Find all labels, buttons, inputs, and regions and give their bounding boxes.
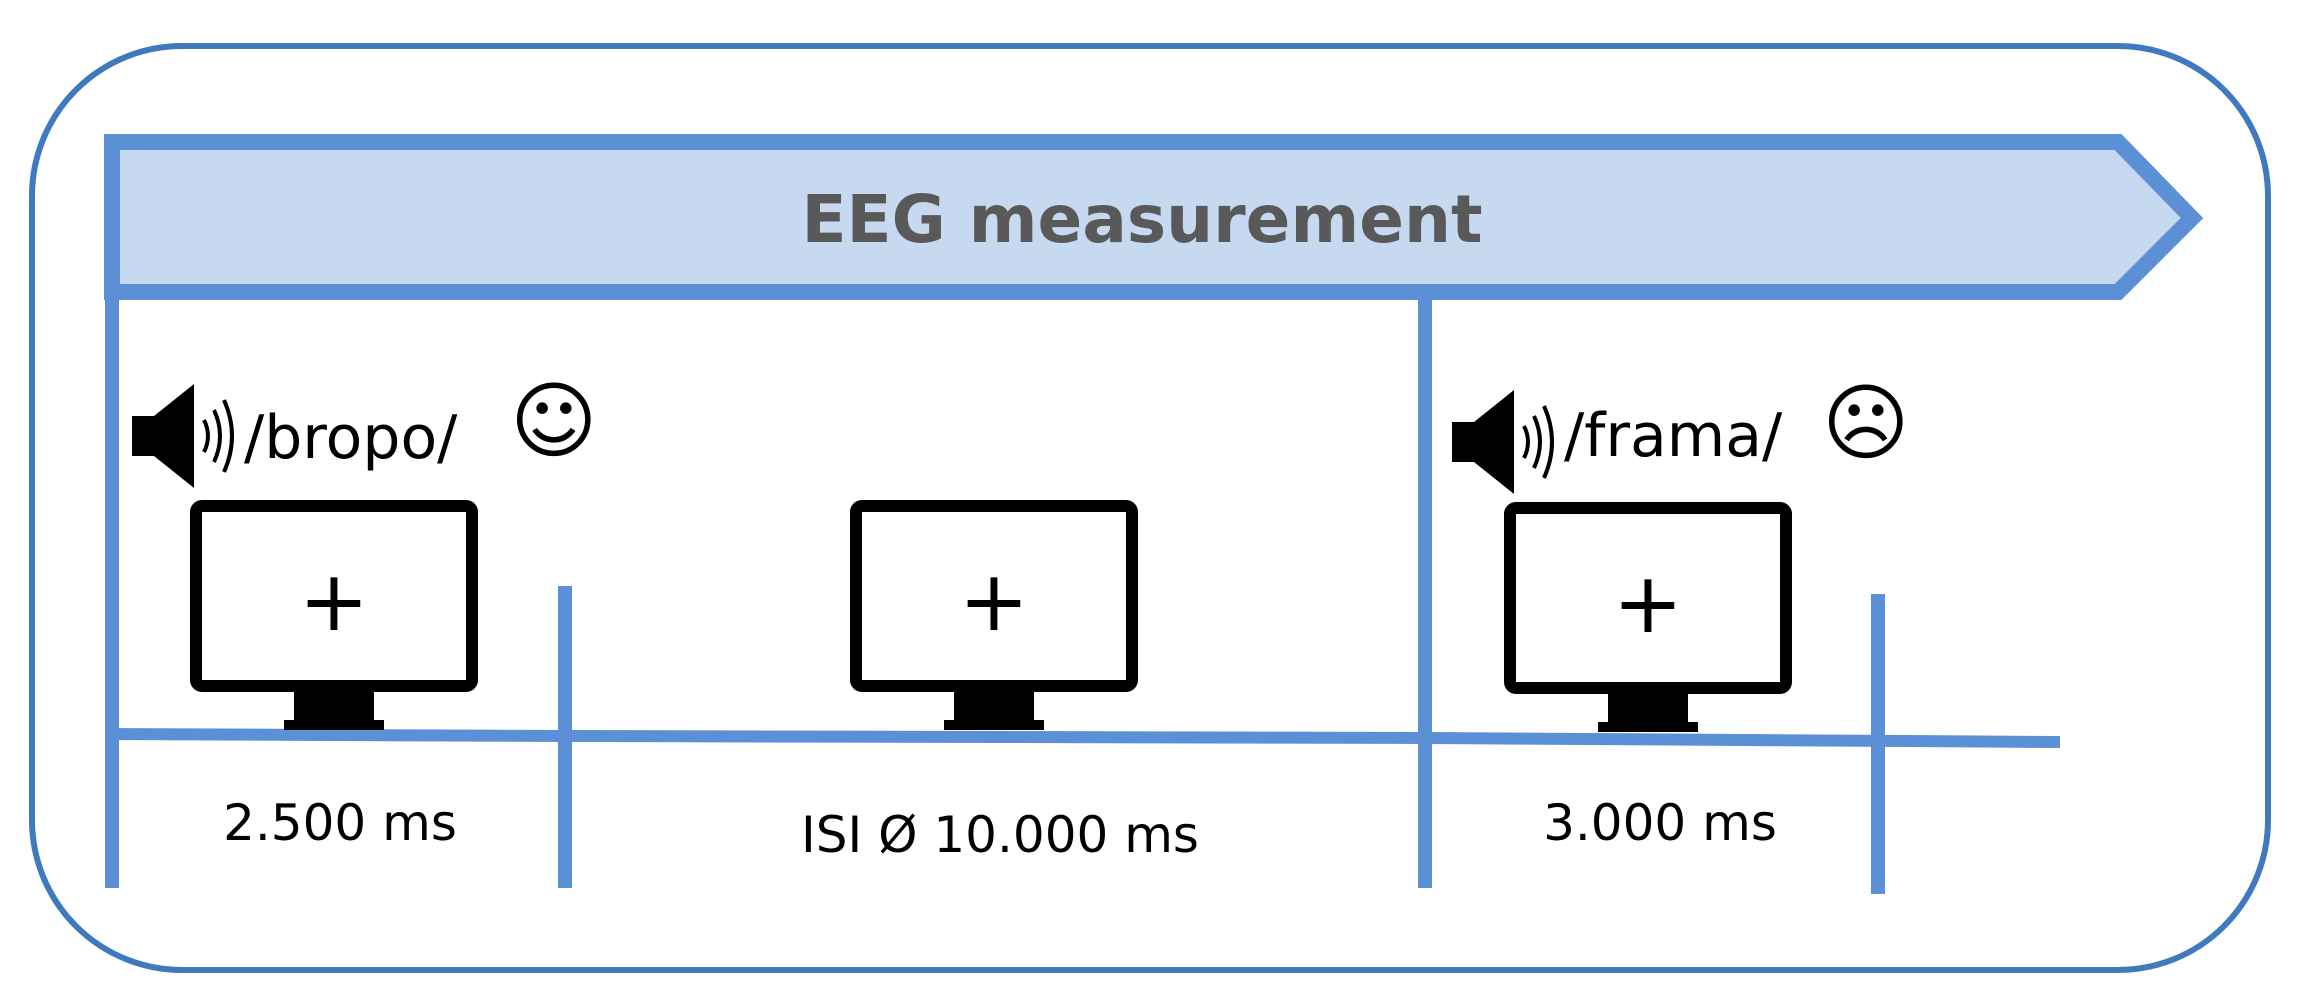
fixation-cross-isi: +: [959, 552, 1029, 650]
speaker-icon: [132, 384, 234, 488]
monitor-icon: [1504, 502, 1792, 732]
duration-label-trial-1: 2.500 ms: [223, 794, 457, 852]
monitor-icon: [850, 500, 1138, 730]
monitor-icon: [190, 500, 478, 730]
eeg-banner-label: EEG measurement: [801, 181, 1482, 258]
fixation-cross-2: +: [1613, 554, 1683, 652]
stimulus-label-bropo: /bropo/: [244, 403, 458, 473]
fixation-cross-1: +: [299, 552, 369, 650]
timeline-axis: [111, 728, 2061, 748]
smiley-icon: ☺: [510, 372, 598, 470]
duration-label-trial-2: 3.000 ms: [1543, 794, 1777, 852]
frowny-icon: ☹: [1822, 374, 1910, 472]
speaker-icon: [1452, 390, 1554, 494]
stimulus-label-frama: /frama/: [1564, 401, 1783, 471]
duration-label-isi: ISI Ø 10.000 ms: [801, 806, 1199, 864]
